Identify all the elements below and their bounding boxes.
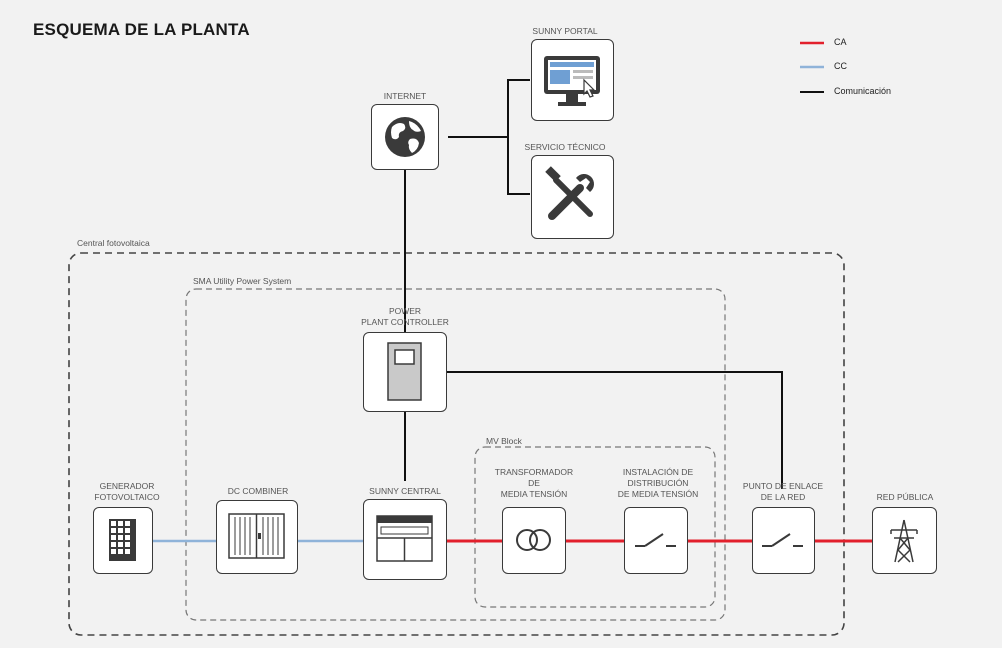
dc-combiner-label: DC COMBINER <box>227 486 289 496</box>
tools-icon <box>545 166 594 220</box>
grid-label: RED PÚBLICA <box>876 492 934 502</box>
transformer-node <box>502 507 566 574</box>
dc-combiner-node <box>216 500 298 574</box>
mv-region <box>474 446 716 608</box>
comm-line-internet-portal <box>448 79 530 138</box>
ppc-label-line1: POWER <box>388 306 422 316</box>
legend-cc-label: CC <box>834 61 847 71</box>
grid-node <box>872 507 937 574</box>
service-node <box>531 155 614 239</box>
transformer-label-line3: MEDIA TENSIÓN <box>500 489 568 499</box>
page-title: ESQUEMA DE LA PLANTA <box>33 20 250 39</box>
generator-node <box>93 507 153 574</box>
ppc-label-line2: PLANT CONTROLLER <box>361 317 449 327</box>
switch-icon <box>762 533 803 547</box>
legend-comm-label: Comunicación <box>834 86 892 96</box>
poi-label-line1: PUNTO DE ENLACE <box>742 481 824 491</box>
inverter-icon <box>376 515 433 562</box>
monitor-icon <box>544 56 600 106</box>
switchgear-label-line1: INSTALACIÓN DE <box>622 467 694 477</box>
sunny-central-node <box>363 499 447 580</box>
transformer-icon <box>516 529 551 551</box>
ppc-node <box>363 332 447 412</box>
poi-label-line2: DE LA RED <box>760 492 806 502</box>
switchgear-label-line2: DISTRIBUCIÓN <box>627 478 689 488</box>
ups-region-label: SMA Utility Power System <box>193 276 292 286</box>
solar-panel-icon <box>109 519 136 561</box>
mv-region-label: MV Block <box>486 436 522 446</box>
internet-label: INTERNET <box>383 91 427 101</box>
generator-label-line1: GENERADOR <box>99 481 155 491</box>
poi-node <box>752 507 815 574</box>
portal-node <box>531 39 614 121</box>
sunny-central-label: SUNNY CENTRAL <box>369 486 441 496</box>
switchgear-node <box>624 507 688 574</box>
plant-region <box>68 252 845 636</box>
combiner-box-icon <box>228 513 285 559</box>
switch-icon <box>635 533 676 547</box>
generator-label-line2: FOTOVOLTAICO <box>94 492 160 502</box>
portal-label: SUNNY PORTAL <box>532 26 598 36</box>
switchgear-label-line3: DE MEDIA TENSIÓN <box>617 489 699 499</box>
legend-ca-label: CA <box>834 37 847 47</box>
transformer-label-line2: DE <box>528 478 540 488</box>
transformer-label-line1: TRANSFORMADOR <box>494 467 574 477</box>
comm-line-internet-service <box>507 137 530 195</box>
comm-line-ppc-poi <box>447 371 783 489</box>
globe-icon <box>385 117 425 157</box>
plant-region-label: Central fotovoltaica <box>77 238 150 248</box>
service-label: SERVICIO TÉCNICO <box>524 142 606 152</box>
internet-node <box>371 104 439 170</box>
power-tower-icon <box>890 519 918 563</box>
cabinet-icon <box>387 342 422 401</box>
ups-region <box>185 288 726 621</box>
